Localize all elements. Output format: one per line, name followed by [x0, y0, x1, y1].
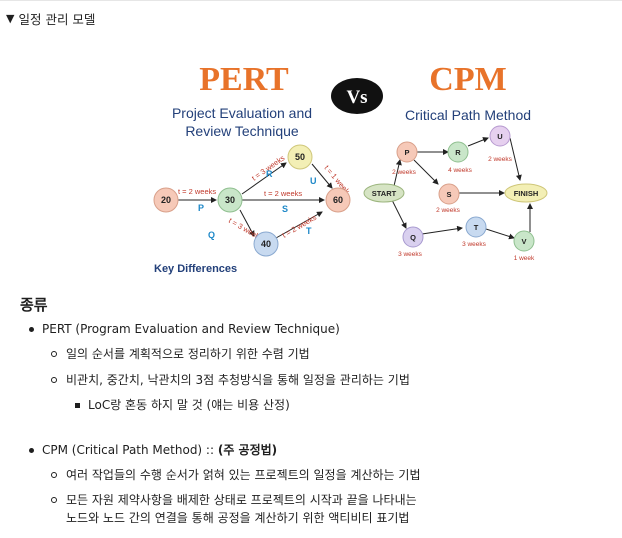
bullet-circle-icon [51, 351, 57, 357]
cpm-duration: 1 week [514, 255, 535, 262]
pert-subtitle-2: Review Technique [185, 123, 299, 139]
cpm-node: V [521, 237, 526, 246]
cpm-duration: 3 weeks [398, 251, 423, 258]
list-item-pert-sub1: 일의 순서를 계획적으로 정리하기 위한 수렴 기법 [66, 347, 310, 361]
cpm-node: R [455, 148, 461, 157]
toggle-block-header[interactable]: ▼ 일정 관리 모델 [6, 9, 95, 28]
bullet-circle-icon [51, 472, 57, 478]
cpm-node: START [372, 189, 397, 198]
list-item-pert-sub2-note: LoC랑 혼동 하지 말 것 (얘는 비용 산정) [88, 398, 290, 412]
pert-edge-label: t = 2 weeks [178, 187, 216, 196]
cpm-duration: 2 weeks [436, 207, 461, 214]
pert-node: 20 [161, 195, 171, 205]
list-item-cpm: CPM (Critical Path Method) :: (주 공정법) [42, 442, 277, 459]
bullet-square-icon [75, 403, 80, 408]
cpm-node: FINISH [514, 189, 539, 198]
toggle-caret-icon[interactable]: ▼ [6, 12, 15, 25]
bullet-circle-icon [51, 497, 57, 503]
list-item-cpm-sub2-line2: 노드와 노드 간의 연결을 통해 공정을 계산하기 위한 액티비티 표기법 [66, 511, 410, 525]
pert-letter: P [198, 203, 204, 213]
pert-vs-cpm-diagram: PERT Project Evaluation and Review Techn… [153, 61, 548, 275]
vs-badge [331, 78, 383, 114]
top-divider [0, 0, 622, 1]
pert-node: 40 [261, 239, 271, 249]
cpm-node: P [404, 148, 409, 157]
cpm-duration: 3 weeks [462, 241, 487, 248]
cpm-duration: 4 weeks [448, 167, 473, 174]
pert-letter: Q [208, 230, 215, 240]
list-item-pert: PERT (Program Evaluation and Review Tech… [42, 322, 340, 336]
pert-node: 30 [225, 195, 235, 205]
bullet-disc-icon [29, 327, 34, 332]
cpm-label: CPM (Critical Path Method) :: [42, 443, 218, 457]
cpm-subtitle: Critical Path Method [405, 107, 531, 123]
pert-edge-label: t = 2 weeks [281, 213, 319, 240]
toggle-title: 일정 관리 모델 [18, 12, 96, 27]
pert-node: 50 [295, 152, 305, 162]
pert-node: 60 [333, 195, 343, 205]
cpm-title: CPM [429, 61, 506, 98]
bullet-circle-icon [51, 377, 57, 383]
cpm-duration: 2 weeks [488, 156, 513, 163]
cpm-node: T [474, 223, 479, 232]
section-heading: 종류 [20, 296, 48, 314]
pert-title: PERT [199, 61, 289, 98]
figure-footer: Key Differences [154, 263, 237, 275]
pert-subtitle-1: Project Evaluation and [172, 105, 312, 121]
cpm-node: U [497, 132, 502, 141]
vs-label: Vs [346, 87, 367, 108]
pert-letter: R [266, 169, 273, 179]
cpm-korean-label: (주 공정법) [217, 443, 278, 457]
pert-edge-label: t = 2 weeks [264, 189, 302, 198]
list-item-pert-sub2: 비관치, 중간치, 낙관치의 3점 추청방식을 통해 일정을 관리하는 기법 [66, 373, 410, 387]
pert-letter: S [282, 204, 288, 214]
bullet-disc-icon [29, 448, 34, 453]
list-item-cpm-sub2-line1: 모든 자원 제약사항을 배제한 상태로 프로젝트의 시작과 끝을 나타내는 [66, 493, 417, 507]
cpm-duration: 2 weeks [392, 169, 417, 176]
cpm-node: Q [410, 233, 416, 242]
pert-vs-cpm-image: PERT Project Evaluation and Review Techn… [148, 60, 552, 282]
cpm-node: S [446, 190, 451, 199]
pert-letter: T [306, 226, 312, 236]
list-item-cpm-sub1: 여러 작업들의 수행 순서가 얽혀 있는 프로젝트의 일정을 계산하는 기법 [66, 468, 421, 482]
pert-letter: U [310, 176, 317, 186]
